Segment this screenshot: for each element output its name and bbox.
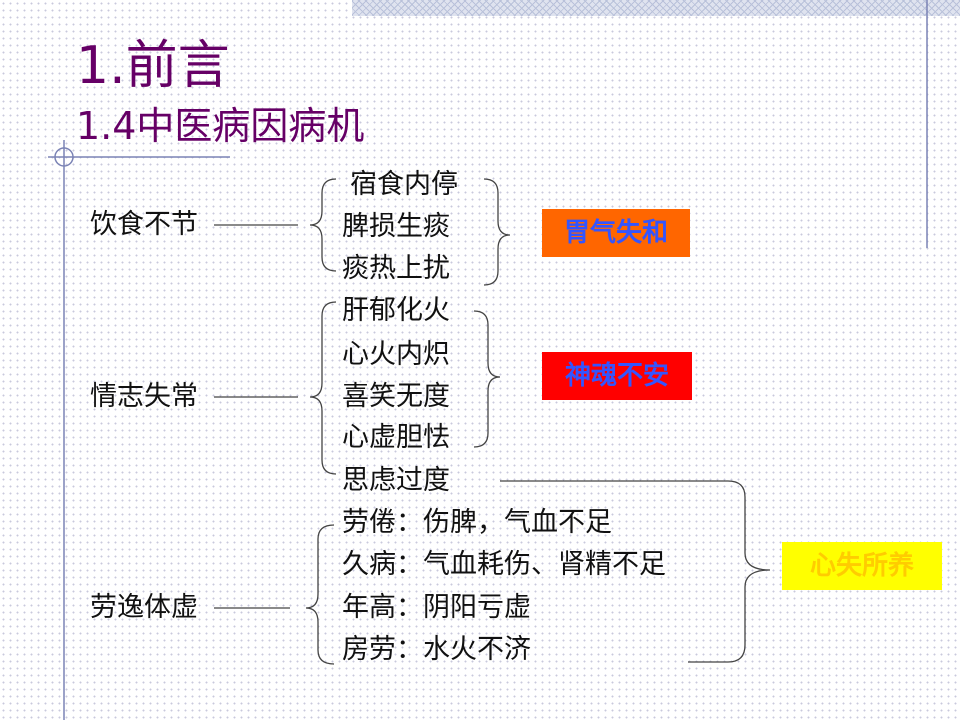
item-diet-3: 痰热上扰 [342,253,450,284]
item-emotion-2: 心火内炽 [342,339,450,370]
item-diet-1: 宿食内停 [350,169,458,200]
item-emotion-1: 肝郁化火 [342,295,450,326]
right-brace-3 [500,480,771,663]
item-fatigue-2: 久病：气血耗伤、肾精不足 [342,549,666,580]
decorative-top-band [352,0,960,16]
effect-restless-spirit: 神魂不安 [542,352,692,400]
item-diet-2: 脾损生痰 [342,211,450,242]
left-brace-1 [309,178,337,272]
slide-title: 1.前言 [76,36,230,96]
item-emotion-5: 思虑过度 [342,465,450,496]
item-emotion-4: 心虚胆怯 [342,422,450,453]
item-fatigue-3: 年高：阴阳亏虚 [342,592,531,623]
effect-heart-undernourished: 心失所养 [782,542,942,590]
item-emotion-3: 喜笑无度 [342,381,450,412]
item-fatigue-4: 房劳：水火不济 [342,634,531,665]
left-brace-2 [309,301,337,475]
cause-fatigue-deficiency: 劳逸体虚 [90,592,198,623]
cause-diet: 饮食不节 [90,209,198,240]
right-brace-2 [473,310,501,448]
cause-emotion: 情志失常 [90,381,198,412]
left-brace-3 [305,524,335,665]
right-brace-1 [483,178,511,286]
effect-stomach-disharmony: 胃气失和 [542,209,690,257]
slide-subtitle: 1.4中医病因病机 [76,104,365,148]
item-fatigue-1: 劳倦：伤脾，气血不足 [342,507,612,538]
